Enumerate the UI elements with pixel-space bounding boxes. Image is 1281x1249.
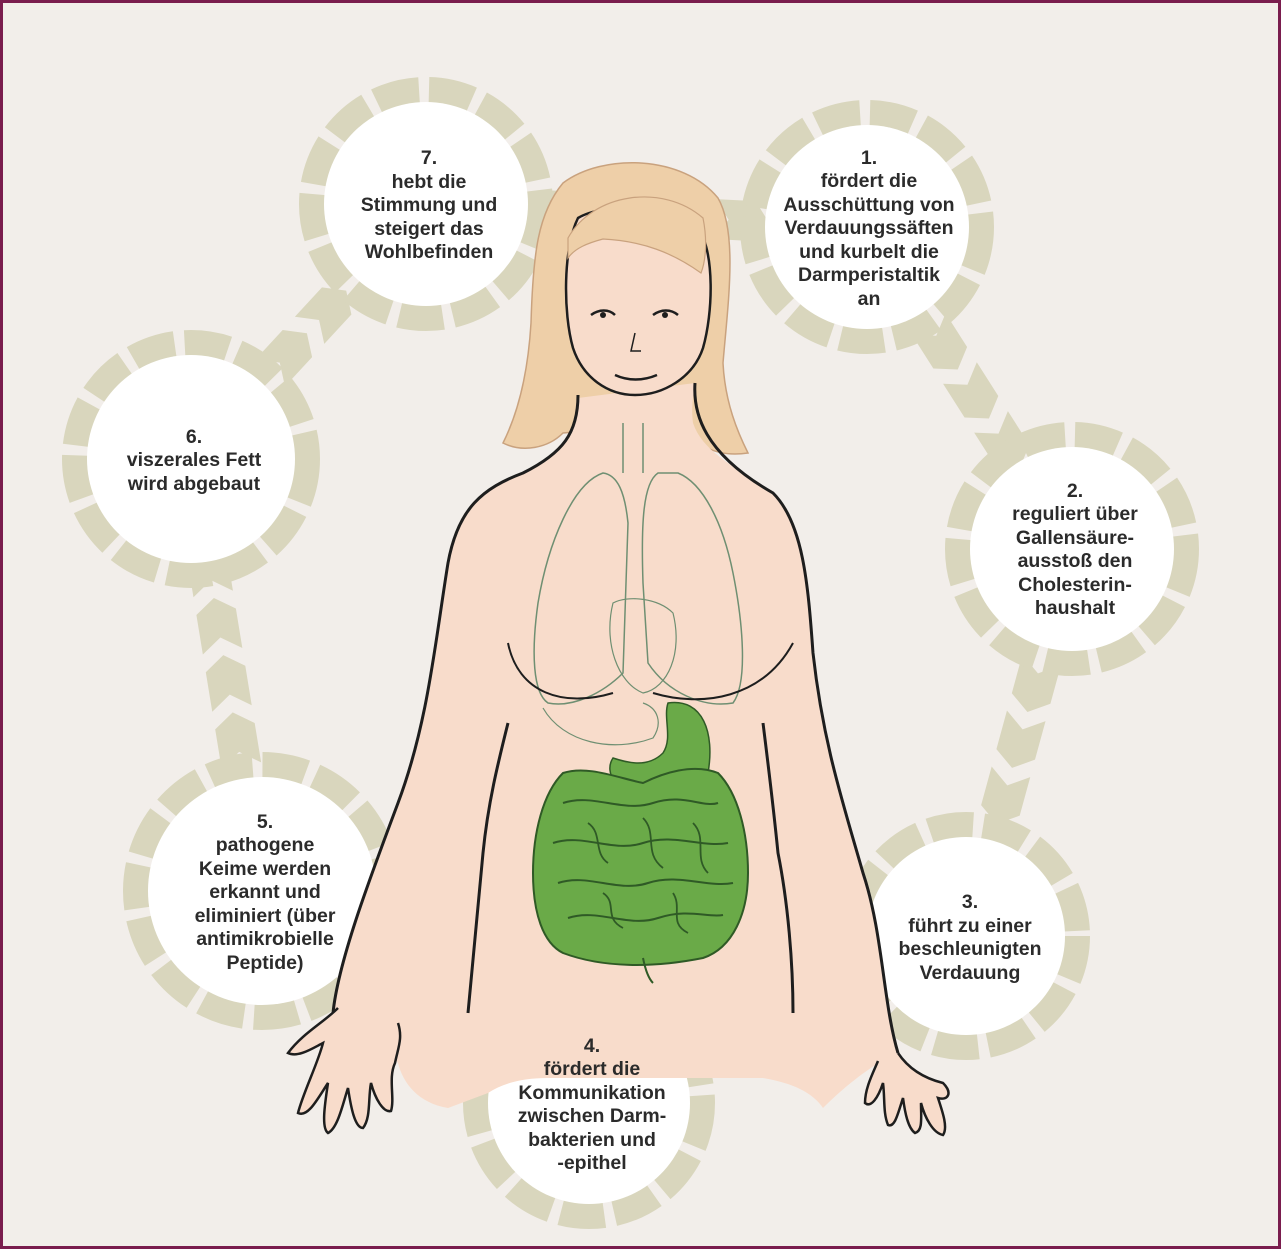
cycle-arrow-icon [943, 362, 1006, 429]
step-7-number: 7. [421, 147, 437, 169]
step-3-number: 3. [962, 891, 978, 913]
step-3-label: führt zu einer beschleunigten Verdauung [898, 915, 1041, 984]
left-pupil [600, 312, 606, 318]
cycle-arrow-icon [993, 711, 1046, 774]
right-hand [865, 1053, 948, 1135]
step-7: 7.hebt die Stimmung und steigert das Woh… [321, 98, 537, 314]
right-pupil [662, 312, 668, 318]
step-1-label: fördert die Ausschüttung von Verdauungss… [783, 170, 954, 310]
step-2-number: 2. [1067, 480, 1083, 502]
step-4: 4.fördert die Kommunikation zwischen Dar… [485, 998, 699, 1212]
step-5-text: 5.pathogene Keime werden erkannt und eli… [195, 811, 336, 976]
step-7-text: 7.hebt die Stimmung und steigert das Woh… [361, 147, 497, 265]
step-6-label: viszerales Fett wird abgebaut [127, 449, 261, 495]
step-7-label: hebt die Stimmung und steigert das Wohlb… [361, 171, 497, 264]
step-1: 1.fördert die Ausschüttung von Verdauung… [760, 120, 978, 338]
step-5-number: 5. [257, 811, 273, 833]
step-3: 3.führt zu einer beschleunigten Verdauun… [865, 833, 1075, 1043]
step-6-text: 6.viszerales Fett wird abgebaut [127, 426, 261, 497]
step-6: 6.viszerales Fett wird abgebaut [83, 350, 305, 572]
step-4-text: 4.fördert die Kommunikation zwischen Dar… [518, 1035, 666, 1176]
step-1-text: 1.fördert die Ausschüttung von Verdauung… [783, 147, 954, 312]
step-4-label: fördert die Kommunikation zwischen Darm-… [518, 1058, 666, 1174]
cycle-arrow-icon [194, 595, 242, 655]
left-hand [288, 1008, 400, 1133]
step-5: 5.pathogene Keime werden erkannt und eli… [143, 771, 387, 1015]
step-4-number: 4. [584, 1035, 600, 1057]
step-2-text: 2.reguliert über Gallensäure- ausstoß de… [1012, 480, 1138, 621]
step-6-number: 6. [186, 426, 202, 448]
step-1-number: 1. [861, 147, 877, 169]
step-3-text: 3.führt zu einer beschleunigten Verdauun… [898, 891, 1041, 985]
step-2-label: reguliert über Gallensäure- ausstoß den … [1012, 503, 1138, 619]
step-2: 2.reguliert über Gallensäure- ausstoß de… [965, 450, 1185, 650]
cycle-arrow-icon [204, 652, 252, 712]
step-5-label: pathogene Keime werden erkannt und elimi… [195, 834, 336, 974]
intestine-icon [533, 769, 748, 983]
